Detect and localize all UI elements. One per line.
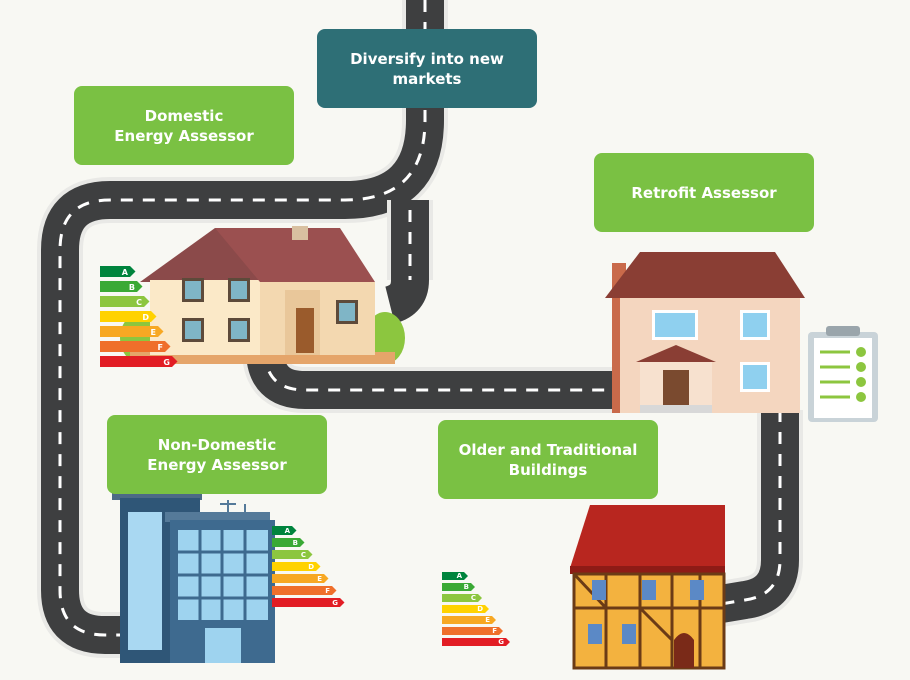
older-traditional-buildings-text: Older and Traditional Buildings: [458, 440, 638, 479]
domestic-energy-assessor-label: Domestic Energy Assessor: [74, 86, 294, 165]
rating-letter-b: B: [129, 283, 135, 292]
domestic-energy-assessor-text: Domestic Energy Assessor: [114, 106, 254, 145]
rating-bar-a: [442, 572, 468, 580]
rating-letter-b: B: [464, 583, 469, 591]
rating-letter-f: F: [325, 587, 330, 595]
retrofit-house: [605, 252, 878, 422]
rating-letter-c: C: [136, 298, 142, 307]
rating-bar-e: [272, 574, 329, 583]
rating-bar-g: [100, 356, 178, 367]
rating-letter-e: E: [151, 328, 156, 337]
rating-bar-c: [100, 296, 150, 307]
rating-bar-a: [272, 526, 297, 535]
rating-letter-a: A: [457, 572, 463, 580]
rating-bar-b: [272, 538, 305, 547]
rating-letter-d: D: [142, 313, 149, 322]
rating-letter-g: G: [332, 599, 338, 607]
non-domestic-energy-assessor-label: Non-Domestic Energy Assessor: [107, 415, 327, 494]
rating-letter-c: C: [301, 551, 306, 559]
non-domestic-energy-assessor-text: Non-Domestic Energy Assessor: [147, 435, 287, 474]
office-building: [112, 490, 275, 663]
rating-letter-c: C: [471, 594, 476, 602]
rating-bar-f: [442, 627, 503, 635]
rating-bar-g: [272, 598, 345, 607]
rating-letter-g: G: [498, 638, 504, 646]
rating-bar-b: [442, 583, 475, 591]
rating-letter-d: D: [477, 605, 483, 613]
rating-letter-e: E: [485, 616, 490, 624]
rating-letter-a: A: [285, 527, 291, 535]
rating-letter-e: E: [317, 575, 322, 583]
diversify-markets-text: Diversify into new markets: [350, 49, 504, 88]
diversify-markets-label: Diversify into new markets: [317, 29, 537, 108]
rating-bar-a: [100, 266, 136, 277]
rating-bar-c: [272, 550, 313, 559]
rating-letter-g: G: [163, 358, 170, 367]
rating-bar-g: [442, 638, 510, 646]
rating-bar-d: [100, 311, 157, 322]
rating-letter-b: B: [293, 539, 298, 547]
rating-letter-d: D: [308, 563, 314, 571]
rating-letter-f: F: [492, 627, 497, 635]
traditional-building: [570, 505, 726, 670]
rating-bar-f: [100, 341, 171, 352]
rating-letter-a: A: [122, 268, 129, 277]
rating-bar-d: [272, 562, 321, 571]
older-traditional-buildings-label: Older and Traditional Buildings: [438, 420, 658, 499]
rating-bar-d: [442, 605, 489, 613]
rating-letter-f: F: [158, 343, 163, 352]
rating-bar-e: [442, 616, 496, 624]
rating-bar-b: [100, 281, 143, 292]
rating-bar-c: [442, 594, 482, 602]
rating-bar-f: [272, 586, 337, 595]
retrofit-assessor-label: Retrofit Assessor: [594, 153, 814, 232]
retrofit-assessor-text: Retrofit Assessor: [631, 183, 777, 202]
rating-bar-e: [100, 326, 164, 337]
